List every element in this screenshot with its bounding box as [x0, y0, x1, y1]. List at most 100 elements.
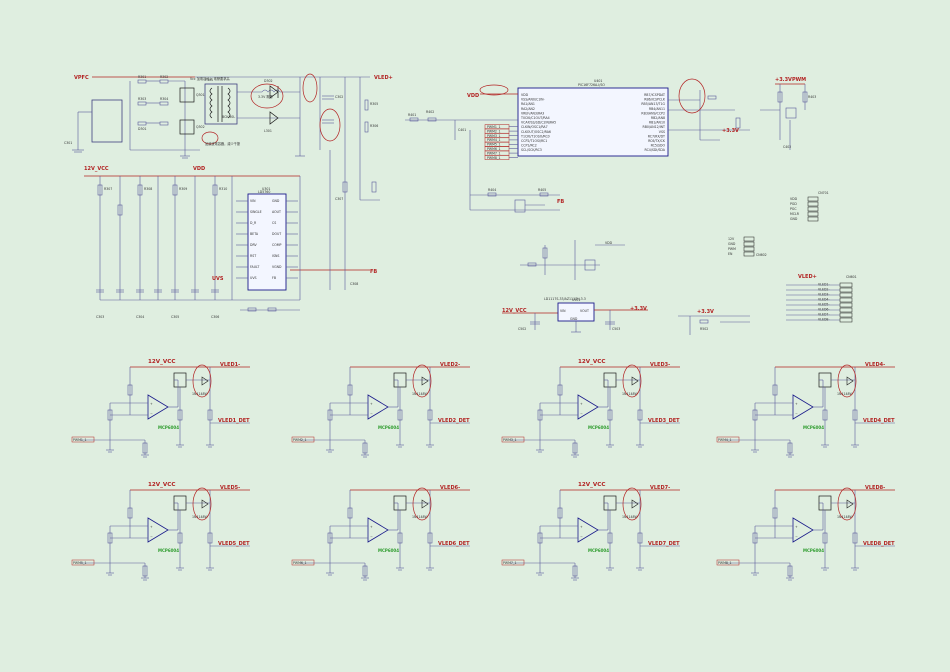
opamp-minus: − — [370, 412, 373, 416]
mcu-left-pin: T1CKI/T1OSO/RC0 — [520, 134, 550, 138]
net-3v3: +3.3V — [775, 77, 792, 83]
mcu-pwm-tag: PWM5_1 — [487, 143, 500, 147]
net-uvs: UVS — [212, 276, 224, 282]
channel-pwm: PWM7_1 — [503, 561, 516, 565]
opamp-minus: − — [795, 535, 798, 539]
channel-sense: VLED3- — [650, 362, 670, 368]
channel-pwm: PWM6_1 — [293, 561, 306, 565]
channel-det: VLED3_DET — [648, 418, 680, 424]
cn-sig-pin: EN — [728, 252, 733, 256]
mcu-left-pin: CCP1/RC2 — [521, 144, 537, 148]
mcu-right-pin: VSS — [659, 130, 665, 134]
lbl-r307: R307 — [104, 187, 112, 191]
mcu-right-pin: RC6/TX/CK — [648, 139, 666, 143]
lbl-r310: R310 — [219, 187, 227, 191]
channel-opamp: MCP6004 — [158, 425, 179, 430]
cn-sig-ref: CN602 — [756, 253, 767, 257]
opamp-minus: − — [580, 412, 583, 416]
channel-diode: 1N4148W — [837, 515, 854, 519]
lbl-c305: C305 — [171, 315, 179, 319]
cn-led-pin: VLED4- — [818, 298, 830, 302]
mcu-pwm-tag: PWM4_1 — [487, 138, 500, 142]
power-stage: VPFC VLED+ C301 R301 R302 R303 R304 D301… — [64, 73, 393, 200]
channel-sense: VLED5- — [220, 485, 240, 491]
lbl-r402: R402 — [426, 110, 434, 114]
channel-diode: 1N4148W — [412, 515, 429, 519]
lbl-c303: C303 — [96, 315, 104, 319]
cn-led-pin: VLED6- — [818, 308, 830, 312]
ctrl-left-pin: RST — [250, 254, 256, 258]
mcu-net-3v3: +3.3V — [722, 128, 739, 134]
ctrl-left-pin: FAULT — [250, 265, 259, 269]
ctrl-ref: U301 — [262, 187, 270, 191]
channel-pwm: PWM4_1 — [718, 438, 731, 442]
opamp-plus: + — [795, 525, 798, 529]
lbl-r501: R502 — [700, 327, 708, 331]
mcu-left-pin: VCAP/SS/SD/C2IN/RA5 — [521, 121, 556, 125]
opamp-plus: + — [150, 402, 153, 406]
lbl-c401: C401 — [458, 128, 466, 132]
mcu-right-pin: RB1/AN10 — [649, 121, 665, 125]
channel-opamp: MCP6004 — [588, 425, 609, 430]
channel-sense: VLED8- — [865, 485, 885, 491]
boost-name: BCK-90L — [222, 115, 235, 119]
channel-pwm: PWM2_1 — [293, 438, 306, 442]
reg-net-12v: 12V_VCC — [502, 308, 527, 314]
lbl-r405: R405 — [538, 188, 546, 192]
channel-det: VLED6_DET — [438, 541, 470, 547]
cn-led-pin: VLED3- — [818, 293, 830, 297]
lbl-r302: R302 — [160, 75, 168, 79]
ctrl-name: LD5760 — [258, 190, 270, 194]
channel-sense: VLED1- — [220, 362, 240, 368]
en-net-3v3: +3.3V — [697, 309, 714, 315]
channel-det: VLED5_DET — [218, 541, 250, 547]
net-vdd: VDD — [193, 166, 205, 172]
reg-ref: U501 — [572, 298, 580, 302]
net-12v-vcc: 12V_VCC — [84, 166, 109, 172]
cn-led-pin: VLED1- — [818, 283, 830, 287]
opamp-minus: − — [150, 535, 153, 539]
net-vled-plus: VLED+ — [374, 75, 393, 81]
net-fb: FB — [370, 269, 377, 275]
opamp-plus: + — [795, 402, 798, 406]
controller-block: 12V_VCC VDD R307 R308 R309 R310 C303 C30… — [84, 150, 380, 319]
channel-title: 12V_VCC — [578, 359, 605, 365]
cn-prog-pin: MCLR — [790, 212, 800, 216]
channel-opamp: MCP6004 — [803, 425, 824, 430]
lbl-c308: C308 — [350, 282, 358, 286]
cn-prog-pin: GND — [790, 217, 798, 221]
cn-prog-ref: CN701 — [818, 191, 829, 195]
opamp-minus: − — [370, 535, 373, 539]
ctrl-left-pin: BETA — [250, 232, 259, 236]
ctrl-left-pin: D_R — [250, 221, 257, 225]
mcu-left-pin: CLKOUT/OSC2/RA6 — [521, 130, 551, 134]
ctrl-left-pin: UVS — [250, 276, 257, 280]
lbl-q301: Q301 — [196, 93, 205, 97]
channel-pwm: PWM1_1 — [73, 438, 86, 442]
mcu-pwm-tag: PWM7_1 — [487, 151, 500, 155]
mcu-right-pin: RC4/SDI/SDA — [645, 148, 666, 152]
mcu-ref: U401 — [594, 79, 602, 83]
cn-prog-pin: PGD — [790, 202, 797, 206]
lbl-c306: C306 — [211, 315, 219, 319]
lbl-r306: R306 — [370, 124, 378, 128]
lbl-d302: D302 — [264, 79, 273, 83]
channel-title: 12V_VCC — [148, 359, 175, 365]
channel-sense: VLED2- — [440, 362, 460, 368]
note-top: Vcc 加電容可以 電壓要求高 — [190, 76, 230, 81]
channel-opamp: MCP6004 — [588, 548, 609, 553]
ctrl-left-pin: VIN — [250, 199, 256, 203]
channel-diode: 1N4148W — [622, 392, 639, 396]
regulator-block: 12V_VCC U501 LD1117S-33/AZ1117H-3.3 VIN … — [502, 297, 750, 335]
ctrl-left-pin: SINGLE — [250, 210, 262, 214]
ctrl-right-pin: GND — [272, 199, 280, 203]
channel-diode: 1N4148W — [622, 515, 639, 519]
channel-det: VLED7_DET — [648, 541, 680, 547]
channel-det: VLED4_DET — [863, 418, 895, 424]
cn-led-ref: CN601 — [846, 275, 857, 279]
